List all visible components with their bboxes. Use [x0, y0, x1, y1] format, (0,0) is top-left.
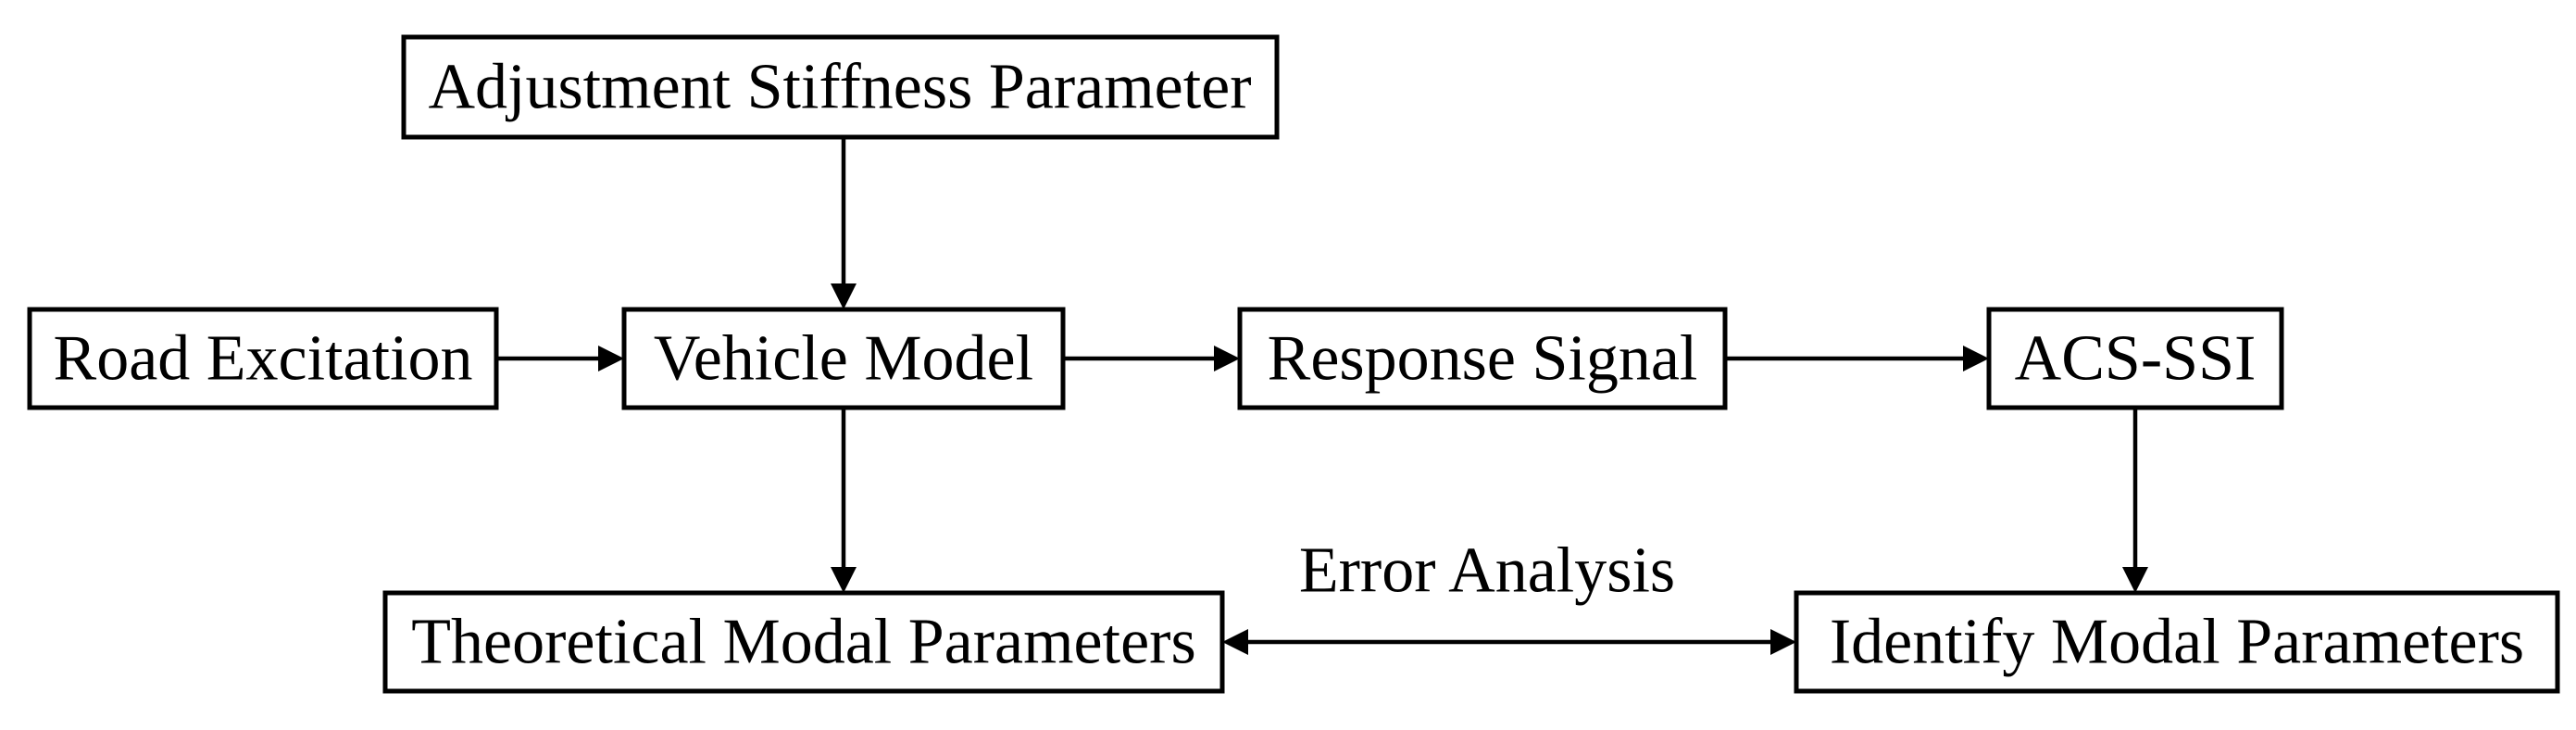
edge-response-signal-to-acs-ssi — [1725, 346, 1989, 371]
arrowhead-right — [1770, 629, 1796, 655]
node-road-excitation-label: Road Excitation — [54, 323, 473, 395]
arrowhead — [831, 567, 857, 593]
arrowhead — [1963, 346, 1989, 371]
arrowhead — [598, 346, 624, 371]
edge-vehicle-model-to-response-signal — [1063, 346, 1240, 371]
node-adjustment-stiffness-parameter: Adjustment Stiffness Parameter — [401, 34, 1280, 140]
arrowhead — [2122, 567, 2148, 593]
arrowhead — [1214, 346, 1240, 371]
node-vehicle-model-label: Vehicle Model — [654, 323, 1033, 395]
arrowhead-left — [1222, 629, 1248, 655]
edge-error-analysis-bidirectional — [1222, 629, 1796, 655]
edge-adjustment-to-vehicle-model — [831, 137, 857, 309]
edge-vehicle-model-to-theoretical-modal — [831, 408, 857, 593]
node-identify-modal-parameters: Identify Modal Parameters — [1794, 590, 2560, 694]
node-identify-modal-parameters-label: Identify Modal Parameters — [1830, 607, 2524, 678]
edge-label-error-analysis: Error Analysis — [1299, 535, 1675, 607]
edge-acs-ssi-to-identify-modal — [2122, 408, 2148, 593]
node-theoretical-modal-parameters-label: Theoretical Modal Parameters — [411, 607, 1195, 678]
node-road-excitation: Road Excitation — [27, 307, 499, 410]
node-theoretical-modal-parameters: Theoretical Modal Parameters — [382, 590, 1225, 694]
node-adjustment-stiffness-parameter-label: Adjustment Stiffness Parameter — [428, 52, 1251, 123]
node-vehicle-model: Vehicle Model — [621, 307, 1066, 410]
node-acs-ssi: ACS-SSI — [1986, 307, 2284, 410]
node-acs-ssi-label: ACS-SSI — [2015, 323, 2257, 395]
arrowhead — [831, 283, 857, 309]
node-response-signal: Response Signal — [1237, 307, 1728, 410]
node-response-signal-label: Response Signal — [1268, 323, 1698, 395]
edge-road-excitation-to-vehicle-model — [496, 346, 624, 371]
